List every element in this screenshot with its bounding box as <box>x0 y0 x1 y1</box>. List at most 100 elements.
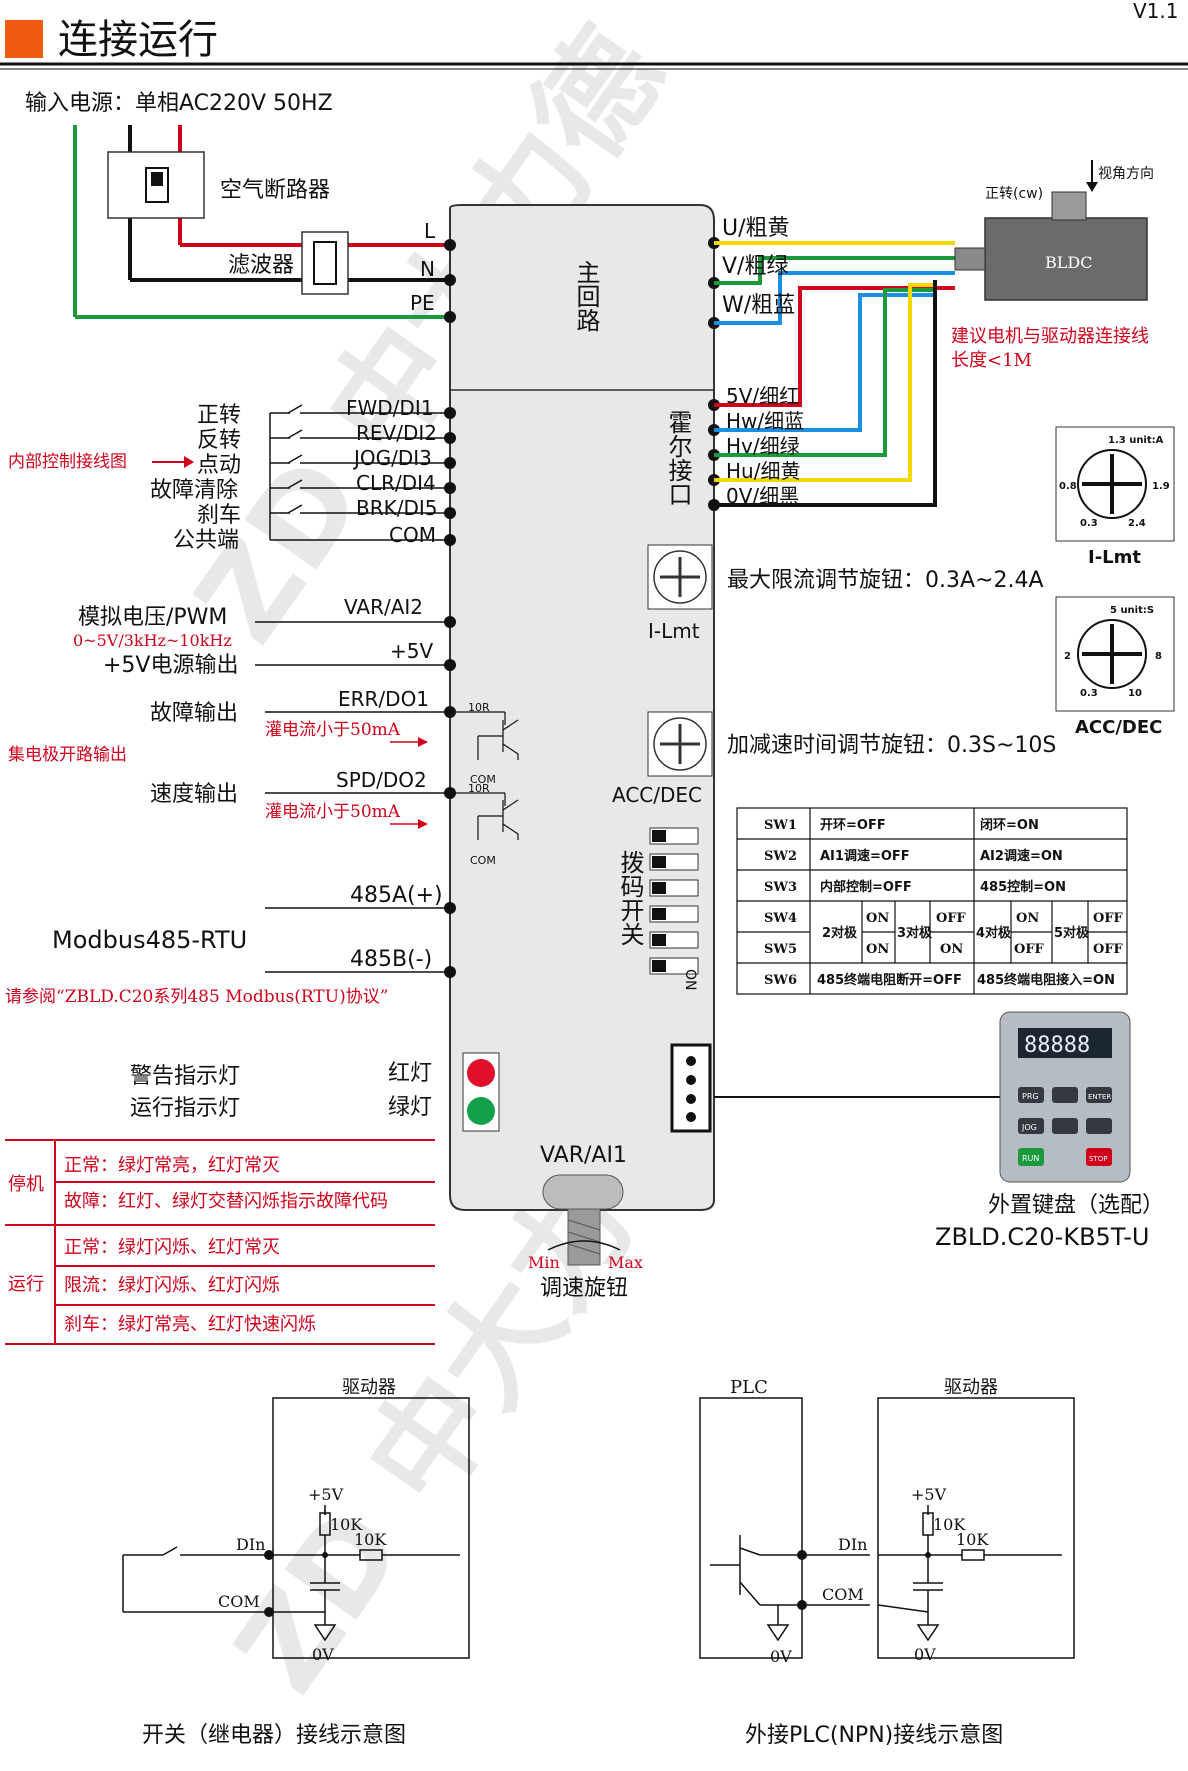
svg-text:5 unit:S: 5 unit:S <box>1110 605 1154 616</box>
pin-L: L <box>424 219 436 243</box>
c2-din: DIn <box>838 1535 867 1554</box>
keypad-label-1: 外置键盘（选配） <box>988 1193 1164 1218</box>
svg-text:1.3 unit:A: 1.3 unit:A <box>1108 435 1164 446</box>
svg-text:闭环=ON: 闭环=ON <box>980 817 1039 833</box>
svg-text:2对极: 2对极 <box>822 925 858 941</box>
status-stop: 停机 <box>8 1174 44 1195</box>
analog-range: 0~5V/3kHz~10kHz <box>73 631 232 650</box>
run-led-label: 运行指示灯 <box>130 1096 240 1121</box>
status-table <box>5 1139 435 1345</box>
c2-10k-b: 10K <box>956 1530 989 1549</box>
filter-label: 滤波器 <box>228 253 294 278</box>
svg-text:开环=OFF: 开环=OFF <box>820 818 886 833</box>
svg-text:SW1: SW1 <box>764 818 797 833</box>
svg-text:2: 2 <box>1064 651 1071 662</box>
svg-text:0.3: 0.3 <box>1080 518 1098 529</box>
input-name-6: 公共端 <box>173 528 239 553</box>
sw-table-text: SW1 开环=OFF 闭环=ON SW2 AI1调速=OFF AI2调速=ON … <box>764 817 1124 988</box>
svg-text:0.8: 0.8 <box>1059 481 1077 492</box>
hall-pin-5: 0V/细黑 <box>726 484 799 508</box>
hall-pin-3: Hv/细绿 <box>726 434 800 458</box>
svg-text:ENTER: ENTER <box>1088 1093 1111 1101</box>
motor-w: W/粗蓝 <box>722 293 795 318</box>
input-name-5: 刹车 <box>197 503 241 528</box>
status-run: 运行 <box>8 1274 44 1295</box>
c2-5v: +5V <box>911 1485 947 1504</box>
svg-text:4对极: 4对极 <box>976 925 1012 941</box>
svg-text:AI1调速=OFF: AI1调速=OFF <box>820 848 910 864</box>
input-name-1: 正转 <box>197 403 241 428</box>
internal-control-note: 内部控制接线图 <box>8 452 127 472</box>
c1-driver: 驱动器 <box>342 1377 396 1398</box>
bldc-motor <box>984 217 1148 301</box>
r10-1: 10R <box>468 701 490 714</box>
green-led <box>467 1097 495 1125</box>
c1-10k-b: 10K <box>354 1530 387 1549</box>
c1-5v: +5V <box>308 1485 344 1504</box>
rs485-label: Modbus485-RTU <box>52 926 247 954</box>
svg-text:5对极: 5对极 <box>1054 925 1090 941</box>
input-pin-5: BRK/DI5 <box>356 496 438 520</box>
motor-cable-note-2: 长度<1M <box>951 350 1032 371</box>
air-breaker-label: 空气断路器 <box>220 178 330 203</box>
svg-text:2.4: 2.4 <box>1128 518 1146 529</box>
motor-v: V/粗绿 <box>722 254 788 279</box>
dip-on-label: ON <box>682 969 698 991</box>
fault-output-label: 故障输出 <box>150 701 238 726</box>
svg-text:SW3: SW3 <box>764 880 797 895</box>
c1-10k-a: 10K <box>330 1515 363 1534</box>
input-pin-2: REV/DI2 <box>356 421 437 445</box>
analog-label: 模拟电压/PWM <box>78 605 227 630</box>
keypad-label-2: ZBLD.C20-KB5T-U <box>935 1223 1150 1251</box>
svg-text:OFF: OFF <box>1093 942 1124 957</box>
input-name-3: 点动 <box>197 453 241 478</box>
svg-text:0.3: 0.3 <box>1080 688 1098 699</box>
ilmt-label: I-Lmt <box>648 619 700 643</box>
input-name-2: 反转 <box>197 428 241 453</box>
svg-text:AI2调速=ON: AI2调速=ON <box>980 848 1063 864</box>
svg-text:I-Lmt: I-Lmt <box>1088 547 1141 568</box>
r10-2: 10R <box>468 782 490 795</box>
svg-text:STOP: STOP <box>1089 1155 1107 1163</box>
rs485-b: 485B(-) <box>350 947 432 972</box>
status-row-3: 正常：绿灯闪烁、红灯常灭 <box>64 1237 280 1258</box>
main-circuit-label: 主回路 <box>572 260 600 332</box>
view-direction-label: 视角方向 <box>1098 166 1154 182</box>
status-row-5: 刹车：绿灯常亮、红灯快速闪烁 <box>64 1314 316 1335</box>
svg-text:1.9: 1.9 <box>1152 481 1170 492</box>
ilmt-desc: 最大限流调节旋钮：0.3A~2.4A <box>727 568 1044 593</box>
terminal-dots <box>444 237 720 978</box>
input-switch-lines <box>269 404 450 541</box>
caption-plc: 外接PLC(NPN)接线示意图 <box>745 1723 1003 1748</box>
c2-10k-a: 10K <box>933 1515 966 1534</box>
hall-pin-2: Hw/细蓝 <box>726 409 804 433</box>
c1-0v: 0V <box>312 1645 334 1664</box>
speed-pin: SPD/DO2 <box>336 768 427 792</box>
pin-N: N <box>420 257 435 281</box>
knob-min: Min <box>528 1253 560 1272</box>
svg-text:88888: 88888 <box>1024 1033 1090 1058</box>
svg-text:ON: ON <box>1016 911 1039 926</box>
svg-text:内部控制=OFF: 内部控制=OFF <box>820 879 912 895</box>
sink-note-1: 灌电流小于50mA <box>265 720 401 740</box>
rs485-note: 请参阅“ZBLD.C20系列485 Modbus(RTU)协议” <box>5 987 388 1007</box>
red-led-label: 红灯 <box>388 1061 432 1086</box>
caption-relay: 开关（继电器）接线示意图 <box>142 1723 406 1748</box>
fault-pin: ERR/DO1 <box>338 687 429 711</box>
svg-text:ACC/DEC: ACC/DEC <box>1075 717 1162 738</box>
acc-label: ACC/DEC <box>612 783 702 807</box>
com-1: COM <box>470 773 496 786</box>
relay-circuit <box>122 1397 470 1659</box>
hall-label: 霍尔接口 <box>664 410 692 506</box>
motor-wires <box>714 241 955 507</box>
status-row-1: 正常：绿灯常亮，红灯常灭 <box>64 1155 280 1176</box>
svg-text:ON: ON <box>866 911 889 926</box>
svg-text:485终端电阻接入=ON: 485终端电阻接入=ON <box>977 972 1115 988</box>
page-title: 连接运行 <box>58 17 218 63</box>
sink-note-2: 灌电流小于50mA <box>265 802 401 822</box>
hall-pin-4: Hu/细黄 <box>726 459 800 483</box>
svg-text:SW4: SW4 <box>764 911 797 926</box>
status-row-2: 故障：红灯、绿灯交替闪烁指示故障代码 <box>64 1191 388 1212</box>
input-pin-1: FWD/DI1 <box>346 396 433 420</box>
